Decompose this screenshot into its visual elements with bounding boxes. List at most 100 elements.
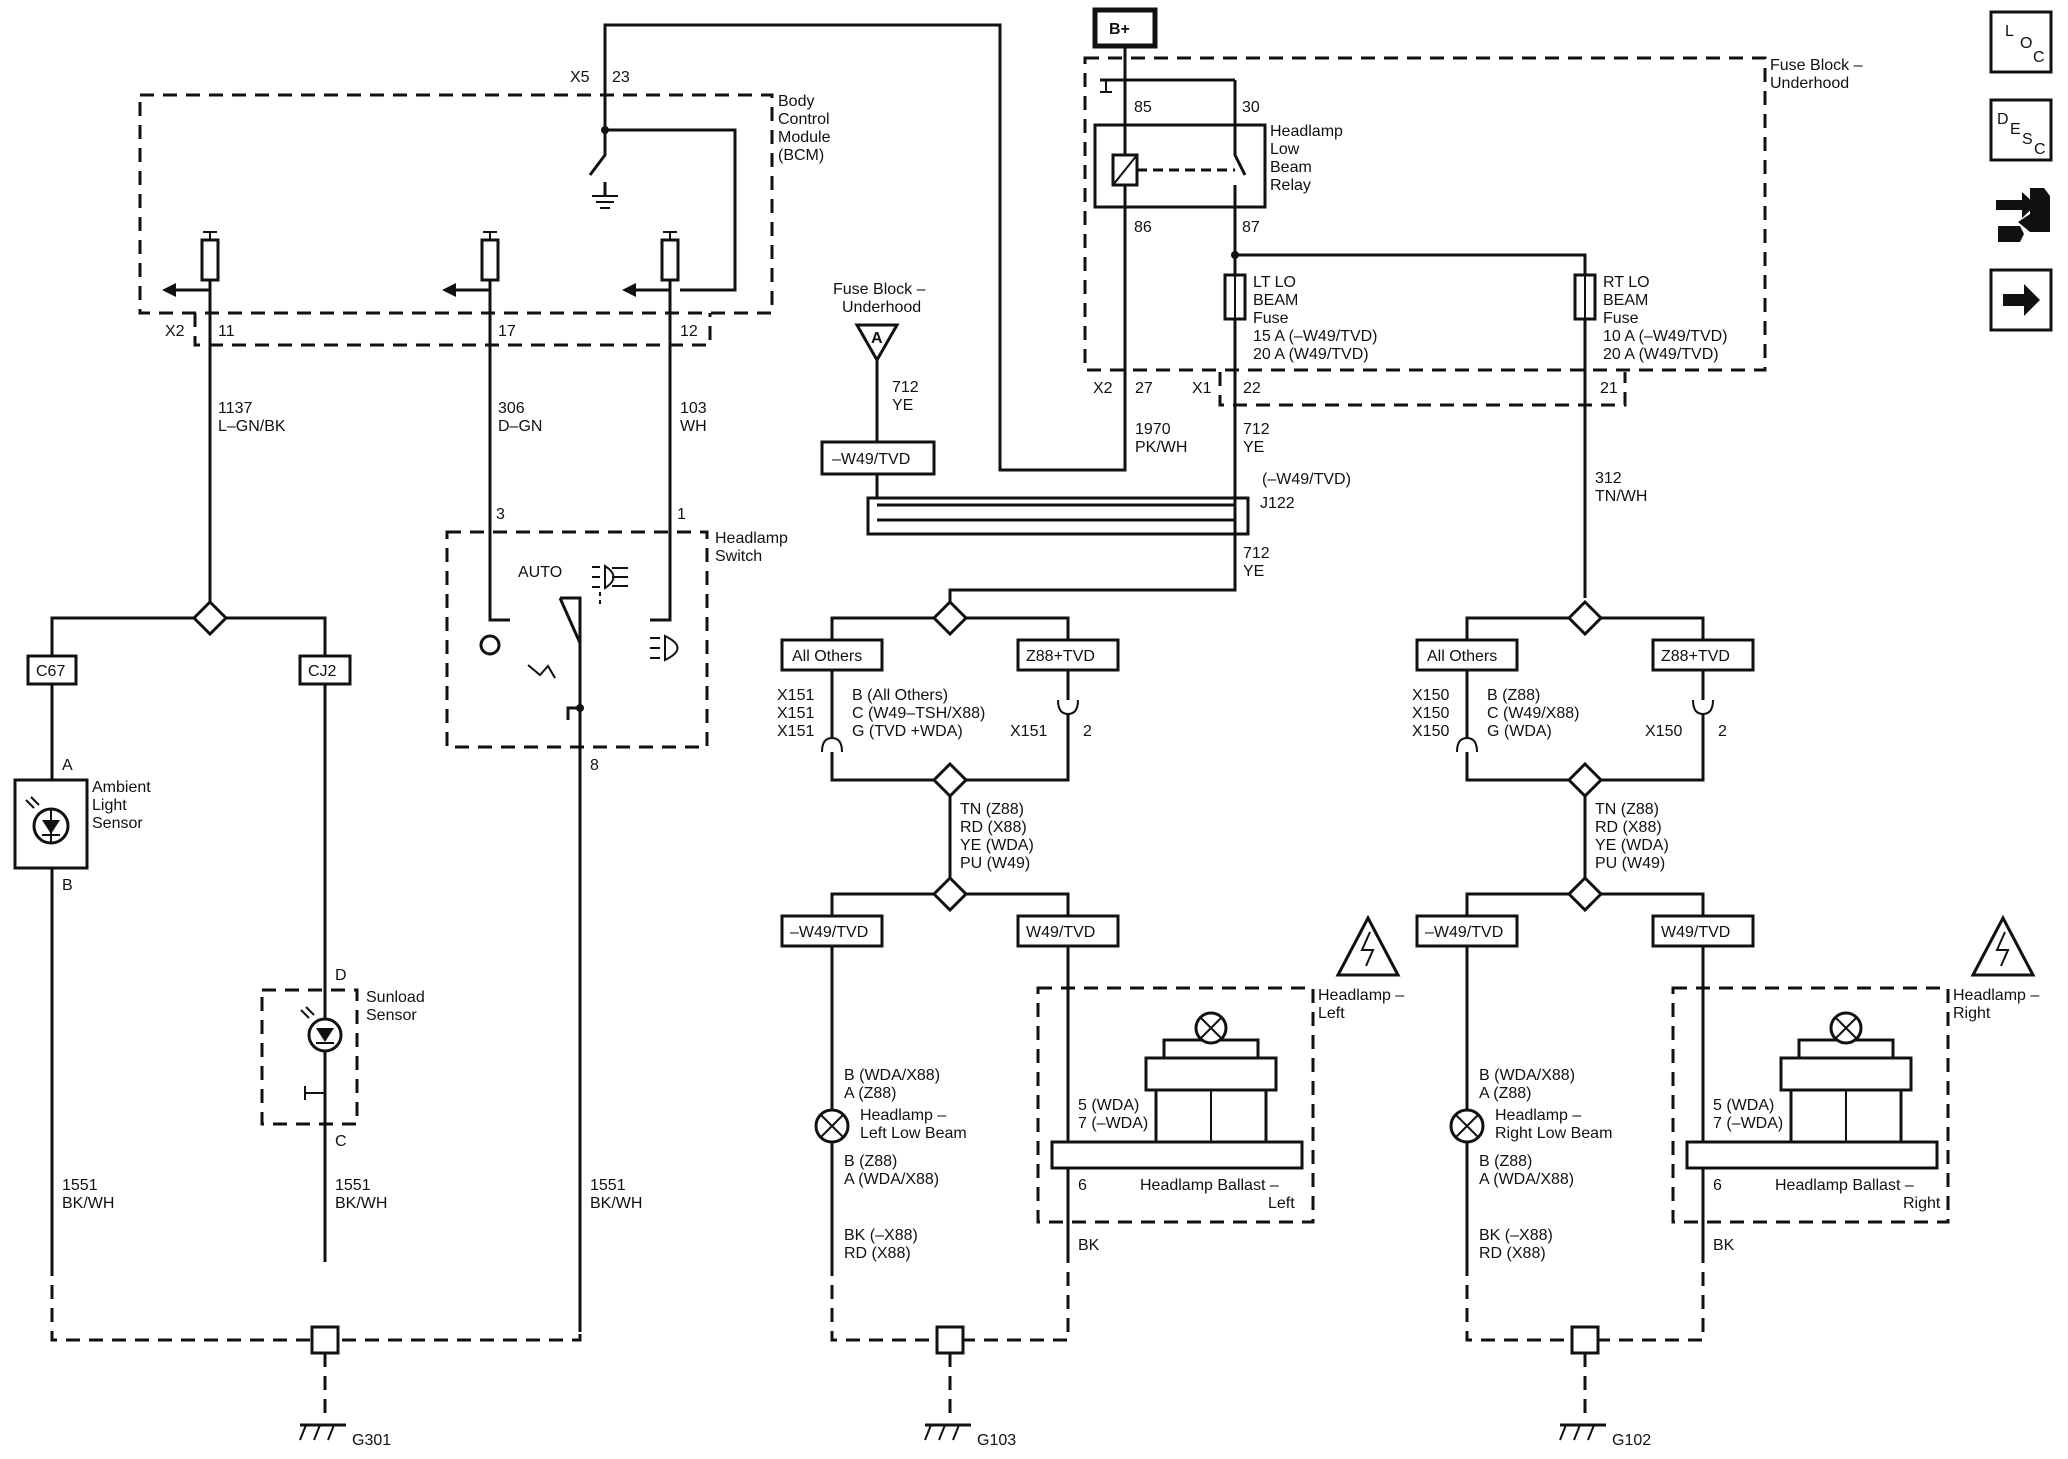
bcm-label-4: (BCM): [778, 147, 824, 164]
option-diamond-mid: [931, 761, 969, 799]
color-line-4: PU (W49): [1595, 855, 1665, 872]
option-all-others: [1415, 638, 1519, 672]
wire-1137-color: L–GN/BK: [218, 418, 286, 435]
ambient-pin-b: B: [62, 877, 73, 894]
rt-fuse-rating-1: 10 A (–W49/TVD): [1603, 328, 1728, 345]
headlamp-label-1: Headlamp –: [1318, 987, 1404, 1004]
lamp-label-2: Right Low Beam: [1495, 1125, 1612, 1142]
conn-line-1: X150: [1412, 687, 1449, 704]
switch-pin-1: 1: [677, 506, 686, 523]
loc-letter-c: C: [2033, 49, 2045, 66]
connector-male-icon: [1692, 699, 1714, 716]
ballast-cap: [1144, 1056, 1278, 1092]
ground-wire-2: RD (X88): [844, 1245, 911, 1262]
color-line-1: TN (Z88): [960, 801, 1024, 818]
splice-j122: [866, 496, 1250, 536]
ground-icon: [924, 1424, 960, 1441]
option-z88-tvd-label: Z88+TVD: [1026, 648, 1095, 665]
desc-button[interactable]: D E S C: [1989, 98, 2053, 162]
headlamp-label-2: Left: [1318, 1005, 1345, 1022]
ambient-light-sensor: [13, 778, 89, 870]
ballast-pin-5: 5 (WDA): [1078, 1097, 1139, 1114]
option-diamond-top: [931, 599, 969, 637]
loc-letter-l: L: [2005, 23, 2014, 40]
option-w49-tvd: [1651, 914, 1755, 948]
option-w49-tvd-text: –W49/TVD: [832, 451, 910, 468]
ambient-label-2: Light: [92, 797, 127, 814]
side-wire-712: 712: [892, 379, 919, 396]
ambient-label-3: Sensor: [92, 815, 143, 832]
ballast-body: [1050, 1140, 1304, 1170]
wire-103-number: 103: [680, 400, 707, 417]
wire-712-number: 712: [1243, 421, 1270, 438]
ballast-pin-6: 6: [1078, 1177, 1087, 1194]
relay-label-4: Relay: [1270, 177, 1311, 194]
ballast-pin-7: 7 (–WDA): [1078, 1115, 1148, 1132]
conn-b-label: X151: [1010, 723, 1047, 740]
wire-306-number: 306: [498, 400, 525, 417]
battery-label: B+: [1109, 21, 1130, 38]
lamp-pin-bottom-1: B (Z88): [1479, 1153, 1532, 1170]
conn-b-label: X150: [1645, 723, 1682, 740]
rt-fuse-label-1: RT LO: [1603, 274, 1650, 291]
bcm-label-1: Body: [778, 93, 814, 110]
lamp-pin-top-2: A (Z88): [844, 1085, 896, 1102]
bcm-conn-x5: X5: [570, 69, 590, 86]
ground-label: G102: [1612, 1432, 1651, 1449]
connector-cj2-label: CJ2: [308, 663, 337, 680]
bcm-input-17: [442, 231, 500, 340]
high-voltage-warning-icon: [1335, 914, 1401, 977]
wire-1551-c-number: 1551: [590, 1177, 626, 1194]
ballast-cap: [1779, 1056, 1913, 1092]
lamp-label-1: Headlamp –: [1495, 1107, 1581, 1124]
conn-line-2: X151: [777, 705, 814, 722]
splice-j122-label: J122: [1260, 495, 1295, 512]
ground-wire-2: RD (X88): [1479, 1245, 1546, 1262]
option-z88-tvd: [1651, 638, 1755, 672]
side-fuse-block-label-2: Underhood: [842, 299, 921, 316]
wire-1551-b-number: 1551: [335, 1177, 371, 1194]
ballast-pin-7: 7 (–WDA): [1713, 1115, 1783, 1132]
switch-pin-8: 8: [590, 757, 599, 774]
side-wire-ye: YE: [892, 397, 913, 414]
bcm-pin-12: 12: [680, 323, 698, 340]
high-voltage-warning-icon: [1970, 914, 2036, 977]
ground-g301-icon: [299, 1423, 346, 1441]
headlamp-symbol-icon: [592, 564, 628, 590]
option-diamond-bottom: [931, 875, 969, 913]
wire-103-color: WH: [680, 418, 707, 435]
arrow-right-icon: [2003, 284, 2040, 316]
option-diamond-bottom: [1566, 875, 1604, 913]
pin-line-1: B (All Others): [852, 687, 948, 704]
headlamp-switch[interactable]: [445, 530, 709, 749]
color-line-2: RD (X88): [960, 819, 1027, 836]
option-all-others-label: All Others: [792, 648, 862, 665]
connector-tool-icon[interactable]: [1996, 188, 2050, 242]
loc-button[interactable]: L O C: [1989, 10, 2053, 74]
wire-712b-color: YE: [1243, 563, 1264, 580]
bcm-conn-x2: X2: [165, 323, 185, 340]
lamp-pin-top-1: B (WDA/X88): [844, 1067, 940, 1084]
hid-bulb-filament: [1200, 1017, 1222, 1039]
ground-splice-g301: [310, 1325, 340, 1355]
connector-male-icon: [1057, 699, 1079, 716]
sunload-label-1: Sunload: [366, 989, 425, 1006]
sunload-label-2: Sensor: [366, 1007, 417, 1024]
ground-splice: [935, 1325, 965, 1355]
lamp-pin-top-2: A (Z88): [1479, 1085, 1531, 1102]
sunload-pin-d: D: [335, 967, 347, 984]
bcm-label-3: Module: [778, 129, 831, 146]
fuse-block-triangle-a: [854, 323, 900, 364]
wire-1551-c-color: BK/WH: [590, 1195, 642, 1212]
lightning-icon: [1360, 931, 1375, 967]
wire-306-color: D–GN: [498, 418, 542, 435]
wire: [1465, 616, 1705, 640]
ballast-label-1: Headlamp Ballast –: [1775, 1177, 1914, 1194]
next-arrow-button[interactable]: [1989, 268, 2053, 332]
wire: [830, 616, 1070, 640]
ground-splice: [1570, 1325, 1600, 1355]
relay-label-3: Beam: [1270, 159, 1312, 176]
desc-letter-s: S: [2022, 131, 2033, 148]
